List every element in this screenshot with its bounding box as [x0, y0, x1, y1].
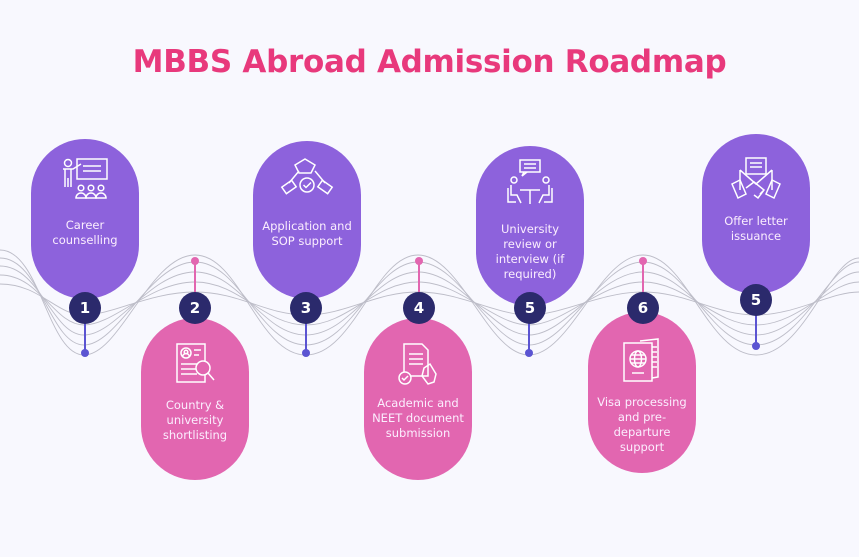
step-number-badge: 5	[740, 284, 772, 316]
step-card-3: Application and SOP support	[253, 141, 361, 299]
step-card-1: Career counselling	[31, 139, 139, 299]
step-label: Application and SOP support	[262, 219, 352, 248]
step-card-5: University review or interview (if requi…	[476, 146, 584, 306]
connector-dot	[191, 257, 199, 265]
step-number-badge: 4	[403, 292, 435, 324]
connector-line	[755, 314, 757, 344]
connector-dot	[302, 349, 310, 357]
step-card-2: Country & university shortlisting	[141, 318, 249, 480]
step-number-badge: 1	[69, 292, 101, 324]
step-card-6: Visa processing and pre-departure suppor…	[588, 312, 696, 473]
passport-icon	[623, 338, 659, 382]
step-card-4: Academic and NEET document submission	[364, 318, 472, 480]
step-label: Academic and NEET document submission	[372, 396, 464, 440]
connector-line	[642, 262, 644, 294]
document-hand-check-icon	[398, 343, 437, 385]
profile-document-search-icon	[176, 343, 215, 383]
connector-dot	[415, 257, 423, 265]
step-number-badge: 2	[179, 292, 211, 324]
handshake-check-icon	[280, 158, 334, 195]
step-label: Offer letter issuance	[724, 214, 788, 243]
connector-line	[84, 322, 86, 352]
connector-line	[194, 262, 196, 294]
envelope-handshake-icon	[731, 157, 781, 200]
step-card-7: Offer letter issuance	[702, 134, 810, 294]
connector-line	[305, 322, 307, 352]
step-label: Visa processing and pre-departure suppor…	[597, 395, 687, 454]
step-label: University review or interview (if requi…	[495, 222, 565, 281]
connector-dot	[752, 342, 760, 350]
step-label: Career counselling	[52, 218, 118, 247]
connector-dot	[639, 257, 647, 265]
step-number-badge: 5	[514, 292, 546, 324]
connector-line	[418, 262, 420, 294]
step-label: Country & university shortlisting	[162, 398, 228, 442]
presentation-audience-icon	[63, 158, 108, 199]
page-title: MBBS Abroad Admission Roadmap	[132, 44, 727, 80]
connector-dot	[525, 349, 533, 357]
interview-table-icon	[507, 159, 553, 204]
connector-dot	[81, 349, 89, 357]
step-number-badge: 6	[627, 292, 659, 324]
step-number-badge: 3	[290, 292, 322, 324]
connector-line	[528, 322, 530, 352]
